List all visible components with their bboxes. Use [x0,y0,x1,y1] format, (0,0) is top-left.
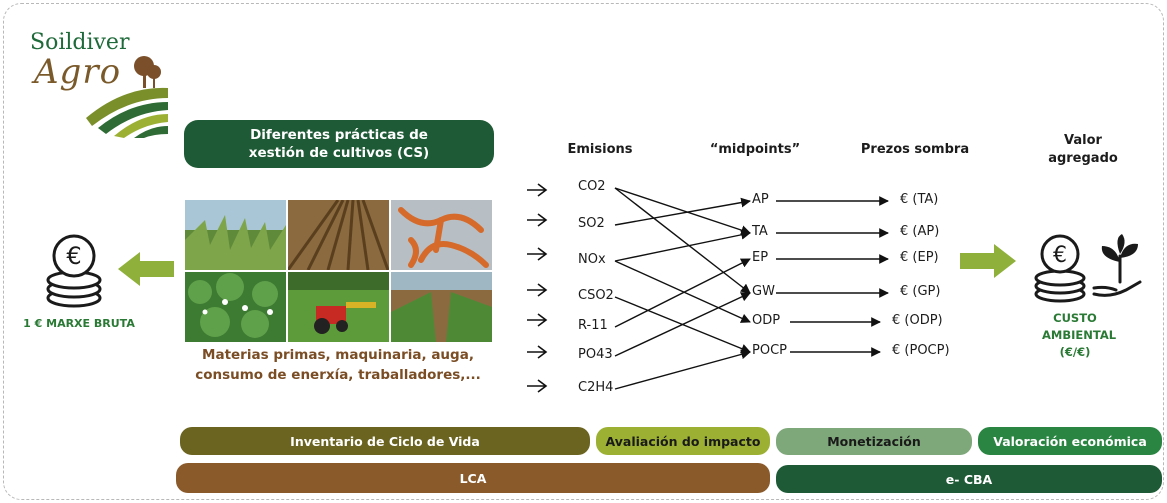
coins-plant-icon: € [1034,234,1142,303]
emission-cso2: CSO2 [578,288,614,303]
coins-icon: € [46,234,102,308]
midpoint-gw: GW [752,284,775,299]
price-gp: € (GP) [900,284,941,299]
price-odp: € (ODP) [892,313,943,328]
midpoint-pocp: POCP [752,343,787,358]
midpoint-ep: EP [752,250,769,265]
link-c2h4-to-pocp [614,349,751,390]
logo-field-icon [86,56,168,138]
photo-wheat-field [185,200,286,270]
input-arrow [527,313,548,327]
price-ep: € (EP) [900,250,939,265]
input-arrow [527,183,548,197]
bar-valuation: Valoración económica [978,427,1162,455]
photo-potato-plants [185,272,286,342]
midpoint-ta: TA [752,224,768,239]
price-ta: € (TA) [900,192,939,207]
photo-roots [391,200,492,270]
price-ap: € (AP) [900,224,940,239]
input-arrow [527,379,548,393]
price-pocp: € (POCP) [892,343,950,358]
header-emissions: Emisions [567,142,633,157]
left-arrow-icon [118,252,174,286]
link-r-11-to-ep [614,258,751,328]
bar-monetization: Monetización [776,428,972,455]
photo-crop-rows [391,272,492,342]
midpoint-odp: ODP [752,313,781,328]
logo-line2: Agro [34,52,122,92]
midpoint-ap: AP [752,192,769,207]
emission-co2: CO2 [578,179,606,194]
link-so2-to-ap [614,197,751,226]
svg-text:€: € [66,242,81,270]
materials-text: Materias primas, maquinaria, auga, consu… [195,347,481,383]
right-arrow-icon [960,244,1016,278]
header-value: Valor agregado [1048,133,1118,166]
photo-plowed-soil [288,200,389,270]
bar-inventory: Inventario de Ciclo de Vida [180,427,590,455]
link-co2-to-ta [614,187,751,235]
link-nox-to-ta [614,229,751,262]
emission-r-11: R-11 [578,318,608,333]
link-co2-to-gw [614,187,751,294]
photo-tractor-sprayer [288,272,389,342]
bar-impact: Avaliación do impacto [596,427,770,455]
emission-c2h4: C2H4 [578,380,614,395]
emission-po43: PO43 [578,347,613,362]
input-arrow [527,345,548,359]
environmental-cost-label: CUSTO AMBIENTAL (€/€) [1042,311,1117,359]
svg-text:€: € [1053,243,1067,268]
input-arrow [527,283,548,297]
header-prices: Prezos sombra [860,142,970,157]
gross-margin-label: 1 € MARXE BRUTA [23,317,135,330]
diagram-frame [3,3,1164,500]
practices-title: Diferentes prácticas de xestión de culti… [184,120,494,168]
bar-cba: e- CBA [776,465,1162,493]
input-arrow [527,213,548,227]
emission-so2: SO2 [578,216,605,231]
logo-line1: Soildiver [30,30,130,55]
bar-lca: LCA [176,463,770,493]
header-midpoints: “midpoints” [709,142,801,157]
link-nox-to-odp [614,260,751,323]
emission-nox: NOx [578,252,606,267]
link-po43-to-gw [614,292,751,357]
input-arrow [527,247,548,261]
